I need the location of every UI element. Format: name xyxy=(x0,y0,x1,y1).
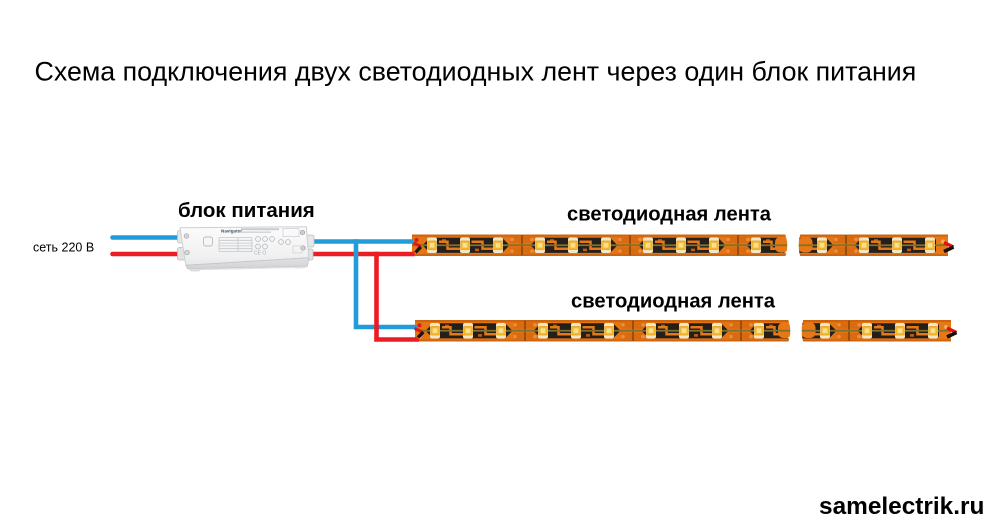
svg-text:samelectrik.ru: samelectrik.ru xyxy=(819,493,984,520)
svg-text:блок питания: блок питания xyxy=(178,199,315,222)
svg-text:светодиодная лента: светодиодная лента xyxy=(567,204,772,226)
svg-text:сеть 220 В: сеть 220 В xyxy=(33,241,94,255)
svg-text:Navigator: Navigator xyxy=(221,229,242,234)
svg-text:Схема подключения двух светоди: Схема подключения двух светодиодных лент… xyxy=(35,57,917,87)
svg-text:CE O: CE O xyxy=(254,251,266,257)
svg-text:светодиодная лента: светодиодная лента xyxy=(571,291,776,313)
